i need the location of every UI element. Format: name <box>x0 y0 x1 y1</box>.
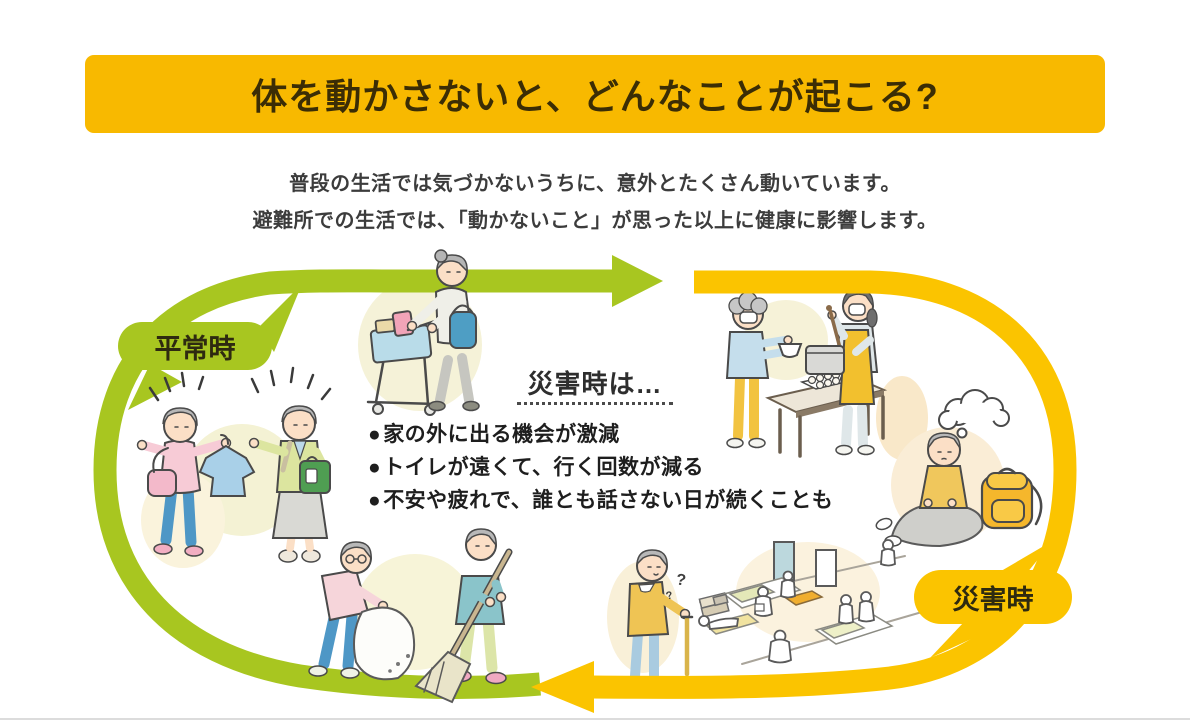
bullet-icon: ● <box>368 489 382 512</box>
door <box>815 549 837 587</box>
bullet-icon: ● <box>368 423 382 446</box>
normal-cycle-arrow <box>93 255 663 700</box>
dotted-underline <box>517 402 673 405</box>
evacuation-shelter-illustration <box>626 539 923 681</box>
intro-text: 普段の生活では気づかないうちに、意外とたくさん動いています。 避難所での生活では… <box>0 166 1190 240</box>
page-title: 体を動かさないと、どんなことが起こる? <box>251 76 939 117</box>
disaster-times-label: 災害時 <box>914 570 1072 624</box>
food-serving-illustration <box>725 289 888 458</box>
yellow-arrowhead <box>531 661 594 713</box>
disaster-panel-heading: 災害時は… <box>527 369 663 399</box>
backpack <box>980 467 1043 530</box>
disaster-effects-list: ●家の外に出る機会が激減 ●トイレが遠くて、行く回数が減る ●不安や疲れで、誰と… <box>368 418 833 517</box>
bullet-icon: ● <box>368 456 382 479</box>
green-arrowhead <box>612 255 663 307</box>
bowl <box>777 343 803 358</box>
list-item: ●不安や疲れで、誰とも話さない日が続くことも <box>368 484 833 517</box>
list-item: ●トイレが遠くて、行く回数が減る <box>368 451 833 484</box>
street-cleaning-illustration <box>308 528 513 704</box>
list-item-text: トイレが遠くて、行く回数が減る <box>383 456 705 479</box>
normal-times-label: 平常時 <box>118 322 272 370</box>
face-mask <box>739 311 758 324</box>
shelter-people <box>698 539 896 664</box>
intro-line-1: 普段の生活では気づかないうちに、意外とたくさん動いています。 <box>289 173 901 195</box>
blanket <box>890 502 984 548</box>
list-item-text: 不安や疲れで、誰とも話さない日が続くことも <box>383 489 834 512</box>
broom-head <box>414 650 472 704</box>
title-banner: 体を動かさないと、どんなことが起こる? <box>85 55 1105 133</box>
cooking-pot <box>805 345 845 375</box>
clothes-shopping-illustration <box>136 366 332 563</box>
list-item: ●家の外に出る機会が激減 <box>368 418 833 451</box>
list-item-text: 家の外に出る機会が激減 <box>383 423 620 446</box>
shirt-on-hanger <box>198 444 256 497</box>
sitting-alone-illustration <box>875 389 1043 548</box>
bottom-edge <box>0 718 1190 720</box>
thought-bubble-icon <box>938 389 1010 439</box>
shopping-cart-illustration <box>366 249 480 416</box>
intro-line-2: 避難所での生活では、「動かないこと」が思った以上に健康に影響します。 <box>252 210 938 232</box>
trash-bag <box>353 606 416 681</box>
sparkle-dashes <box>148 366 332 402</box>
